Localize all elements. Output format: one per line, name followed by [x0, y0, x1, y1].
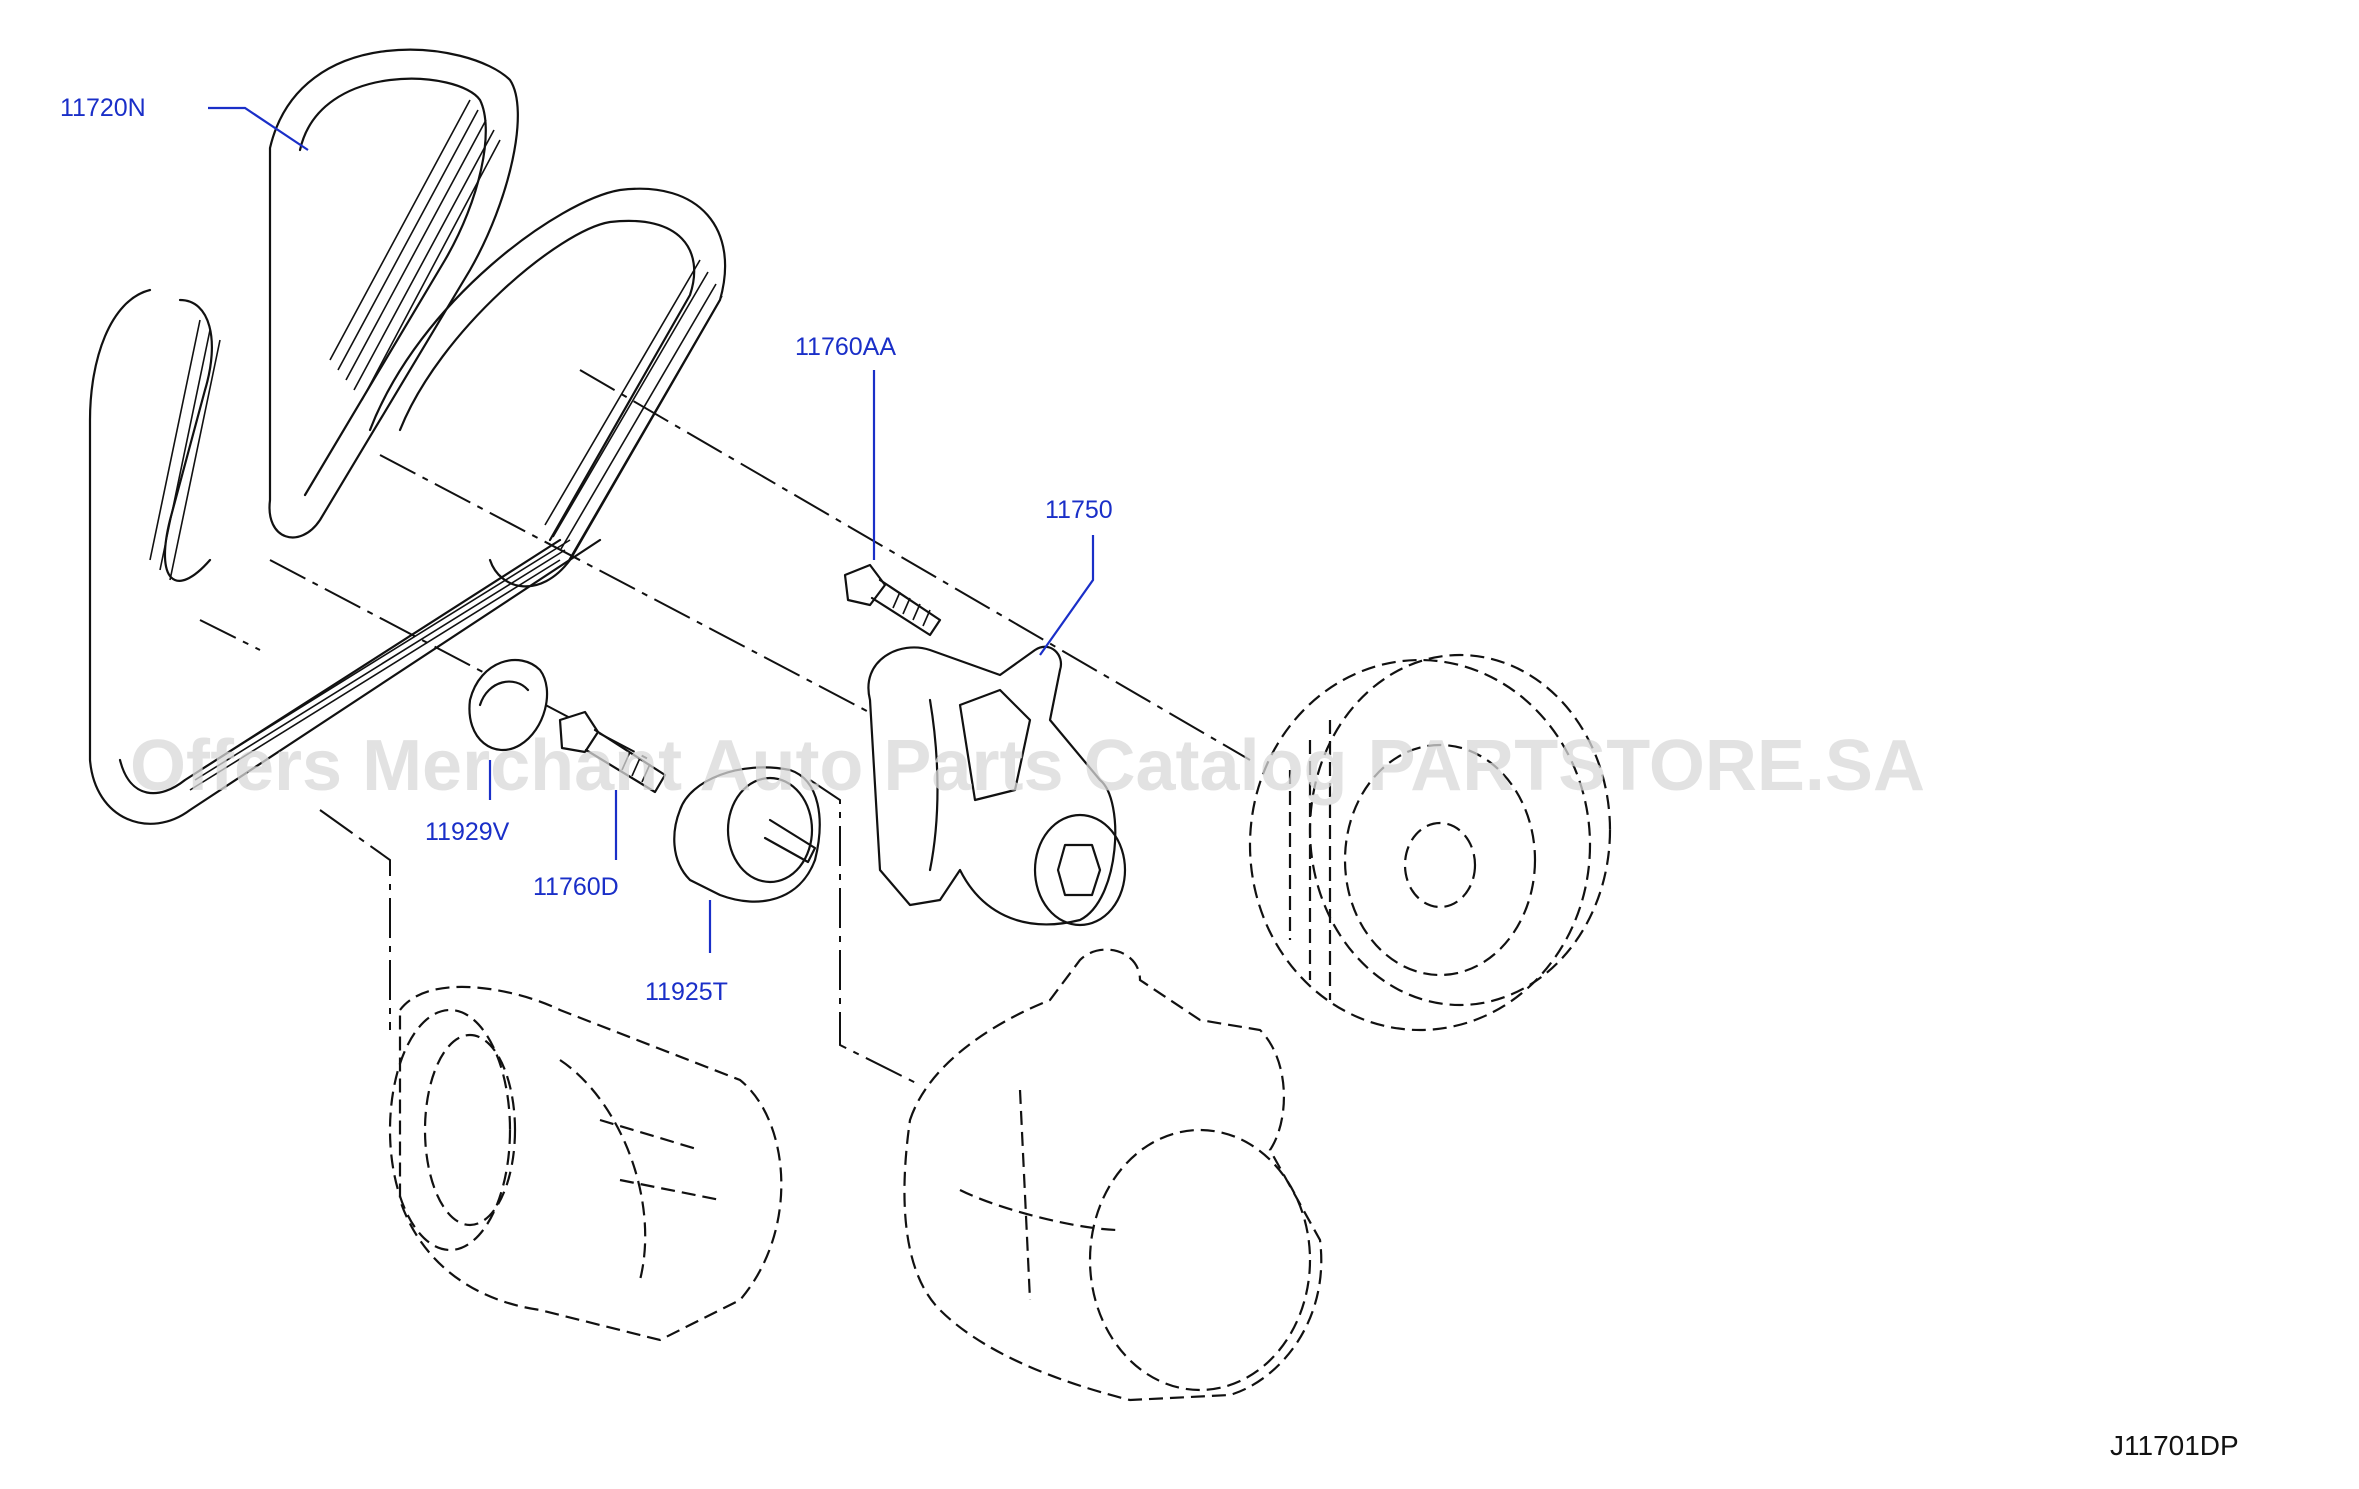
pulley-cap-11929V[interactable] — [468, 658, 549, 751]
callout-11760D[interactable]: 11760D — [533, 873, 619, 901]
alternator — [903, 948, 1323, 1402]
callout-11925T[interactable]: 11925T — [645, 978, 728, 1006]
callout-11750[interactable]: 11750 — [1045, 496, 1113, 524]
belt-ribs-upper — [329, 99, 501, 401]
callout-11760AA[interactable]: 11760AA — [795, 333, 896, 361]
watermark-text: Offers Merchant Auto Parts Catalog PARTS… — [130, 726, 1925, 806]
callout-11929V[interactable]: 11929V — [425, 818, 510, 846]
bolt-11760AA[interactable] — [843, 563, 942, 637]
ac-compressor — [388, 985, 783, 1342]
idler-pulley-11925T[interactable] — [673, 766, 821, 903]
drive-belt-11720N[interactable] — [268, 48, 519, 539]
drive-belt-loop-lower — [368, 187, 727, 588]
belt-tensioner-11750[interactable] — [867, 645, 1127, 927]
diagram-code: J11701DP — [2110, 1430, 2239, 1461]
callout-11720N[interactable]: 11720N — [60, 94, 146, 122]
crankshaft-pulley — [1248, 653, 1612, 1032]
drive-belt-loop-left — [88, 288, 602, 825]
callout-leaders — [208, 106, 1095, 953]
bolt-11760D[interactable] — [558, 710, 667, 794]
alignment-lines — [199, 369, 1251, 1086]
